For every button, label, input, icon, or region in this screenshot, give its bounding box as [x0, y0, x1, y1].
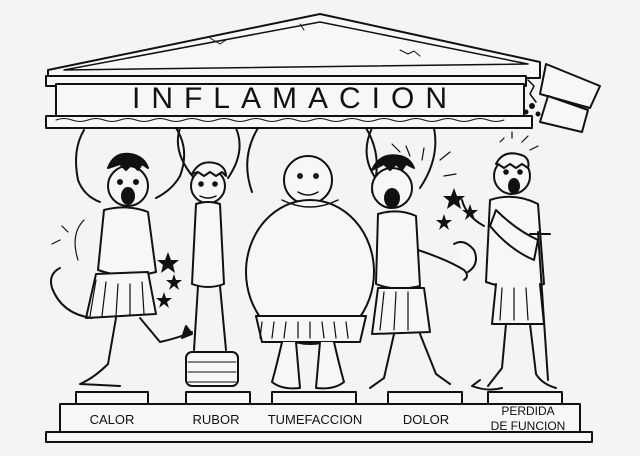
figure-tumefaccion — [245, 127, 378, 390]
figure-perdida-de-funcion — [461, 131, 557, 391]
label-dolor: DOLOR — [402, 412, 450, 427]
figure-dolor — [365, 127, 478, 389]
temple-pediment — [47, 13, 541, 79]
label-perdida-line1: PERDIDA — [501, 404, 555, 418]
figure-rubor — [176, 127, 241, 387]
title-inflamacion: INFLAMACION — [131, 82, 459, 115]
label-tumefaccion: TUMEFACCION — [267, 412, 363, 427]
label-perdida-line2: DE FUNCION — [490, 419, 566, 433]
label-calor: CALOR — [89, 412, 135, 427]
figure-calor — [50, 127, 193, 387]
label-rubor: RUBOR — [192, 412, 240, 427]
temple-base — [45, 391, 593, 443]
temple-entablature — [45, 63, 601, 133]
